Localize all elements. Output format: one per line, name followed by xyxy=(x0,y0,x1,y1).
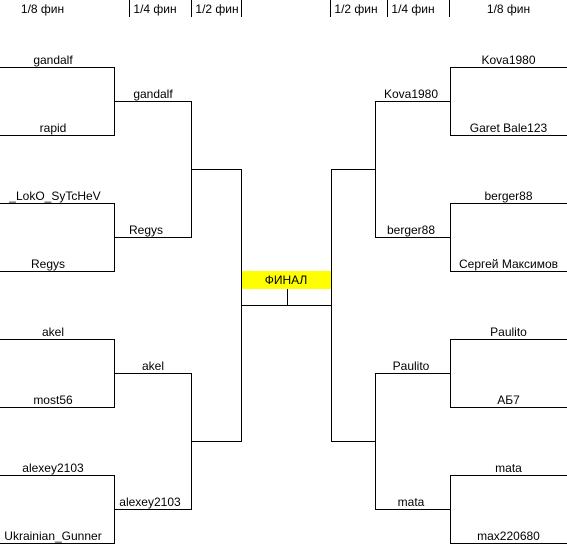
right-r16-player: Сергей Максимов xyxy=(458,257,559,271)
right-r16-player: Kova1980 xyxy=(481,53,536,67)
header-right-qf: 1/4 фин xyxy=(391,2,435,16)
bracket-line xyxy=(241,305,332,306)
bracket-line xyxy=(0,67,115,68)
bracket-line xyxy=(450,543,567,544)
bracket-line xyxy=(191,169,242,170)
bracket-line xyxy=(450,67,567,68)
left-qf-player: Regys xyxy=(128,223,163,237)
bracket-line xyxy=(375,509,451,510)
right-qf-player: mata xyxy=(397,495,425,509)
bracket-line xyxy=(0,475,115,476)
header-divider xyxy=(129,0,130,17)
bracket-line xyxy=(450,271,567,272)
header-divider xyxy=(387,0,388,17)
left-qf-player: alexey2103 xyxy=(119,495,181,509)
header-divider xyxy=(330,0,331,17)
right-qf-player: berger88 xyxy=(386,223,436,237)
bracket-line xyxy=(114,101,192,102)
left-r16-player: _LokO_SyTcHeV xyxy=(9,189,101,203)
left-qf-player: gandalf xyxy=(133,87,173,101)
left-r16-player: rapid xyxy=(39,121,67,135)
bracket-line xyxy=(450,135,567,136)
bracket-line xyxy=(114,237,192,238)
bracket-line xyxy=(450,203,567,204)
right-r16-player: АБ7 xyxy=(497,393,520,407)
bracket-line xyxy=(375,373,451,374)
left-r16-player: Regys xyxy=(30,257,65,271)
right-r16-player: berger88 xyxy=(484,189,533,203)
bracket-line xyxy=(450,339,567,340)
left-r16-player: akel xyxy=(41,325,64,339)
right-r16-player: mata xyxy=(495,461,522,475)
left-r16-player: gandalf xyxy=(33,53,73,67)
bracket-line xyxy=(0,339,115,340)
right-r16-player: Garet Bale123 xyxy=(469,121,548,135)
bracket-line xyxy=(375,101,451,102)
bracket-line xyxy=(375,237,451,238)
bracket-line xyxy=(331,169,376,170)
header-left-sf: 1/2 фин xyxy=(195,2,239,16)
final-label: ФИНАЛ xyxy=(241,271,331,289)
right-qf-player: Kova1980 xyxy=(383,87,439,101)
left-r16-player: most56 xyxy=(33,393,73,407)
bracket-line xyxy=(331,441,376,442)
header-divider xyxy=(191,0,192,17)
left-r16-player: alexey2103 xyxy=(22,461,84,475)
bracket-line xyxy=(114,373,192,374)
bracket-line xyxy=(114,509,192,510)
bracket-line xyxy=(0,203,115,204)
right-r16-player: max220680 xyxy=(477,529,540,543)
right-r16-player: Paulito xyxy=(490,325,527,339)
header-left-qf: 1/4 фин xyxy=(133,2,177,16)
bracket-line xyxy=(287,289,288,306)
header-left-r16: 1/8 фин xyxy=(20,2,65,16)
left-r16-player: Ukrainian_Gunner xyxy=(4,529,102,543)
bracket-line xyxy=(0,407,115,408)
left-qf-player: akel xyxy=(141,359,164,373)
bracket-line xyxy=(0,543,115,544)
bracket-line xyxy=(0,271,115,272)
bracket-line xyxy=(450,407,567,408)
bracket-line xyxy=(0,135,115,136)
bracket-line xyxy=(191,441,242,442)
header-divider xyxy=(449,0,450,17)
header-right-sf: 1/2 фин xyxy=(334,2,378,16)
header-divider xyxy=(241,0,242,17)
header-right-r16: 1/8 фин xyxy=(486,2,531,16)
bracket-line xyxy=(450,475,567,476)
right-qf-player: Paulito xyxy=(392,359,430,373)
